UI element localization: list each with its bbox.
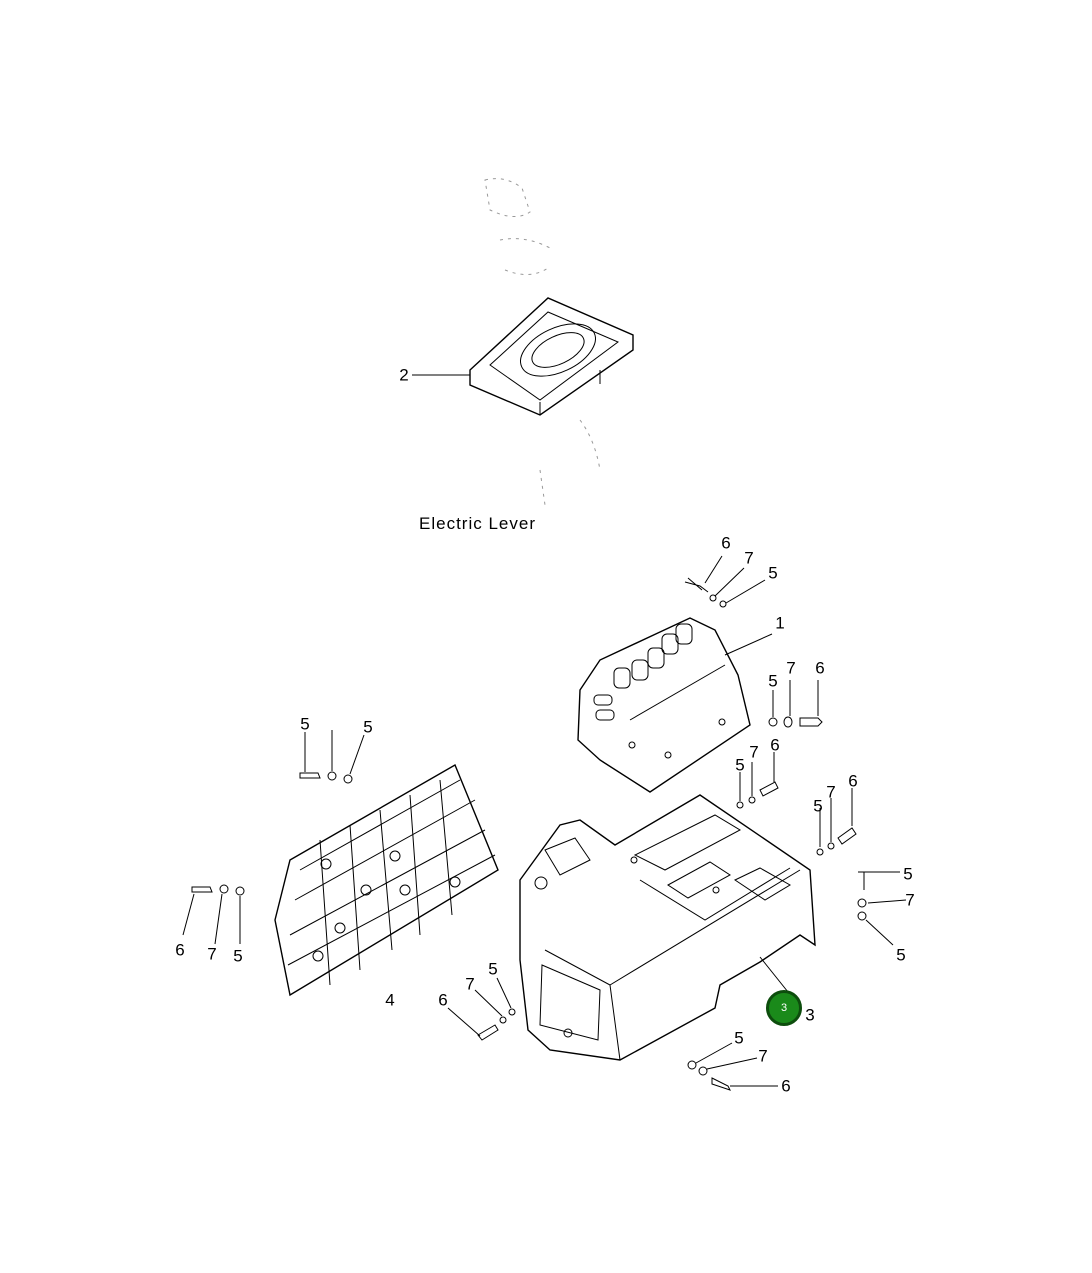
hotspot-label: 3 <box>780 1002 788 1014</box>
part-1-switch-panel <box>577 617 751 793</box>
callout-1: 1 <box>775 613 785 633</box>
callout-r1-7: 7 <box>786 658 796 678</box>
callout-front-7: 7 <box>465 974 475 994</box>
callout-r2-7: 7 <box>749 742 759 762</box>
callout-front-5: 5 <box>488 959 498 979</box>
part-4-floor-grille <box>274 763 499 997</box>
callout-r2-5: 5 <box>735 755 745 775</box>
callout-r4-5: 5 <box>896 945 906 965</box>
callout-panel-left-5: 5 <box>233 946 243 966</box>
callout-panel-left-6: 6 <box>175 940 185 960</box>
part-2-lever-cover <box>469 297 634 416</box>
callout-bottom-6: 6 <box>781 1076 791 1096</box>
callout-top-6: 6 <box>721 533 731 553</box>
callout-3: 3 <box>805 1005 815 1025</box>
part-3-hotspot-marker[interactable]: 3 <box>766 990 802 1026</box>
callout-panel-top-6: 5 <box>300 714 310 734</box>
part-3-console-housing <box>519 794 816 1061</box>
callout-r3-5: 5 <box>813 796 823 816</box>
electric-lever-outline <box>484 178 601 506</box>
callout-panel-top-5: 5 <box>363 717 373 737</box>
callout-top-5: 5 <box>768 563 778 583</box>
callout-r1-6: 6 <box>815 658 825 678</box>
callout-panel-left-7: 7 <box>207 944 217 964</box>
leader-3 <box>759 956 789 993</box>
callout-r3-6: 6 <box>848 771 858 791</box>
callout-bottom-7: 7 <box>758 1046 768 1066</box>
callout-top-7: 7 <box>744 548 754 568</box>
callout-2: 2 <box>399 365 409 385</box>
hardware-bolts <box>182 555 907 1091</box>
callout-r3-7: 7 <box>826 782 836 802</box>
callout-r1-5: 5 <box>768 671 778 691</box>
electric-lever-caption: Electric Lever <box>419 514 536 533</box>
callout-front-6: 6 <box>438 990 448 1010</box>
callout-bottom-5: 5 <box>734 1028 744 1048</box>
callout-r2-6: 6 <box>770 735 780 755</box>
callout-r4-7: 7 <box>905 890 915 910</box>
callout-4: 4 <box>385 990 395 1010</box>
leader-1 <box>724 633 773 656</box>
callout-r4-6: 5 <box>903 864 913 884</box>
